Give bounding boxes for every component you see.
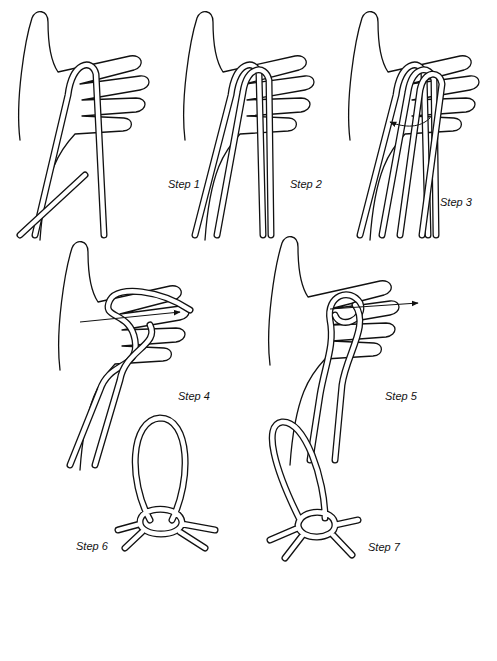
step-one-figure [19, 12, 149, 240]
hand [349, 12, 479, 240]
hand [19, 12, 149, 240]
rope [70, 291, 190, 465]
rope [335, 305, 360, 460]
rope [20, 175, 85, 235]
step-label: Step 1 [168, 178, 200, 190]
rope [310, 295, 361, 460]
step-seven-knot [270, 422, 358, 558]
direction-arrow [80, 312, 180, 322]
rope [335, 305, 360, 460]
step-label: Step 4 [178, 390, 210, 402]
step-two-figure [184, 12, 314, 240]
rope [217, 70, 271, 235]
rope [400, 74, 442, 235]
step-five-figure [269, 237, 418, 465]
step-label: Step 5 [385, 390, 417, 402]
hand [269, 237, 399, 465]
step-six-knot [118, 418, 215, 548]
step-label: Step 3 [440, 196, 472, 208]
rope [217, 70, 271, 235]
rope [310, 295, 361, 460]
hand [184, 12, 314, 240]
rope [118, 418, 215, 548]
rope [400, 74, 442, 235]
rope [95, 325, 152, 465]
step-four-figure [59, 242, 190, 470]
step-label: Step 6 [76, 540, 108, 552]
step-three-figure [349, 12, 479, 240]
rope [270, 422, 358, 558]
step-label: Step 2 [290, 178, 322, 190]
direction-arrow [390, 118, 430, 126]
rope [95, 325, 152, 465]
rope [20, 175, 85, 235]
direction-arrow [330, 303, 418, 309]
rope [270, 422, 358, 558]
step-label: Step 7 [368, 541, 400, 553]
rope [70, 291, 190, 465]
rope [118, 418, 215, 548]
